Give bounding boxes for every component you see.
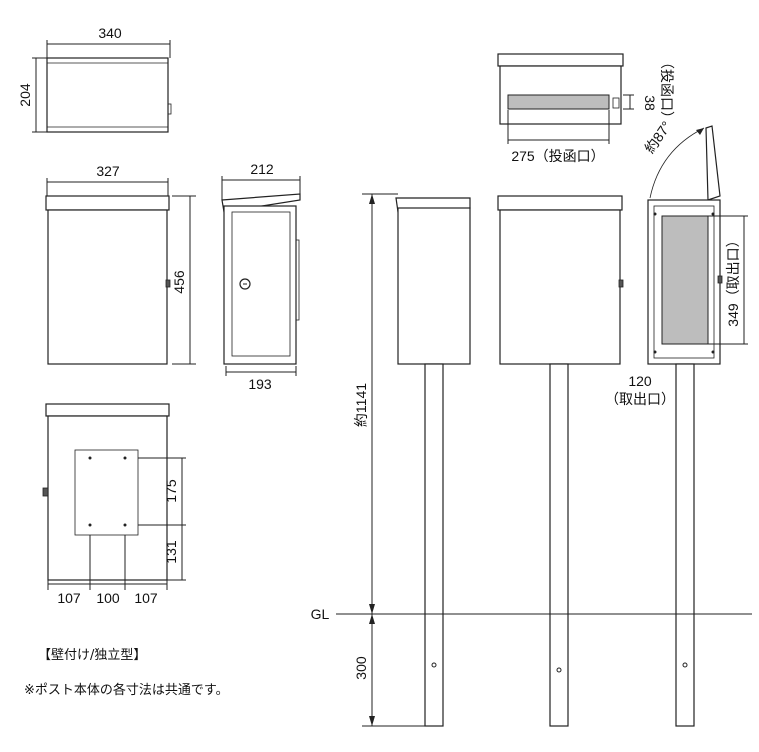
stand-side-view: 約1141 — [353, 193, 471, 727]
gl-label: GL — [311, 606, 330, 622]
stand-open-view: 約87° 349（取出口） 120 （取出口） — [605, 118, 748, 727]
top-width-label: 340 — [98, 25, 122, 41]
front-width-label: 327 — [96, 163, 120, 179]
takeout-height-label: 349（取出口） — [725, 233, 741, 326]
ground-depth-label: 300 — [353, 656, 369, 680]
slot-height-label: 38 — [642, 95, 658, 111]
takeout-width-label: 120 — [628, 373, 652, 389]
side-depth-label: 212 — [250, 161, 274, 177]
side-bottom-label: 193 — [248, 376, 272, 392]
slot-detail-view: 275（投函口） 38 （投函口） — [497, 53, 675, 164]
height-label: 456 — [171, 270, 187, 294]
mount-w3-label: 107 — [134, 590, 158, 606]
top-view: 340 204 — [17, 25, 172, 133]
door-angle-label: 約87° — [641, 118, 674, 156]
side-view: 212 193 — [221, 161, 301, 392]
back-mount-view: 175 131 107 100 107 — [42, 403, 186, 606]
total-height-label: 約1141 — [353, 383, 369, 427]
stand-front-view — [497, 195, 624, 727]
takeout-label: （取出口） — [605, 391, 675, 407]
front-view: 327 456 — [45, 163, 196, 365]
ground-line: GL 300 — [311, 606, 752, 727]
mount-w2-label: 100 — [96, 590, 120, 606]
type-label: 【壁付け/独立型】 — [38, 648, 146, 663]
common-note: ※ポスト本体の各寸法は共通です。 — [24, 682, 229, 698]
mount-h2-label: 131 — [163, 540, 179, 564]
mount-w1-label: 107 — [57, 590, 81, 606]
mount-h1-label: 175 — [163, 479, 179, 503]
slot-label: （投函口） — [659, 55, 675, 125]
slot-width-label: 275（投函口） — [511, 148, 604, 164]
top-depth-label: 204 — [17, 83, 33, 107]
